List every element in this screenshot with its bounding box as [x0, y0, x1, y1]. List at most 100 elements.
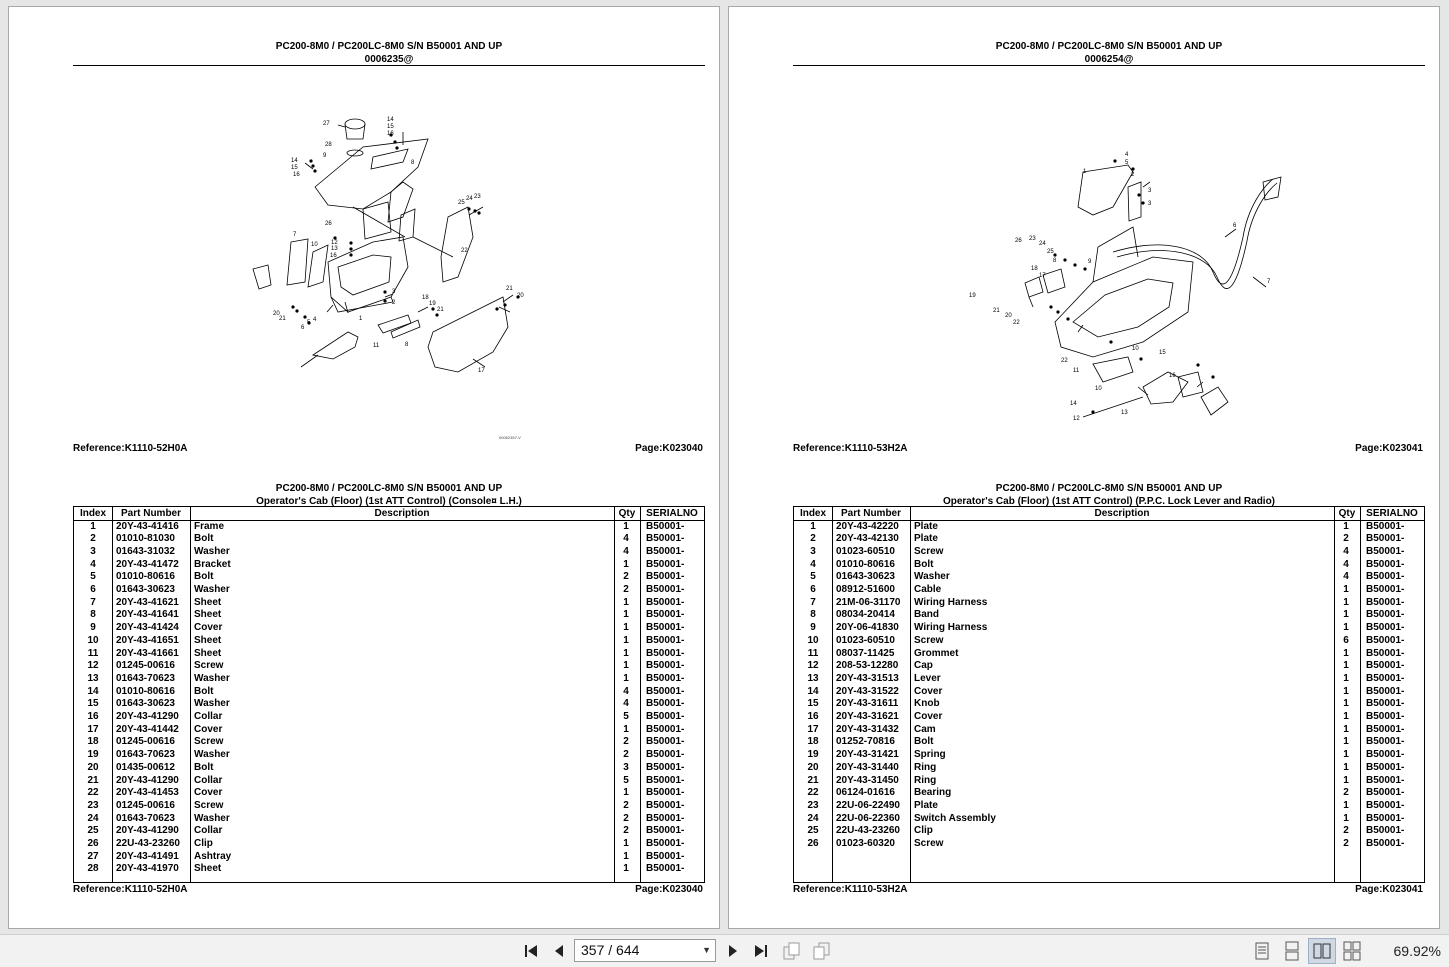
row-serialno: B50001- — [1366, 622, 1405, 634]
row-index: 8 — [810, 609, 816, 621]
go-back-view-button[interactable] — [780, 938, 804, 964]
two-page-view-button[interactable] — [1308, 938, 1336, 964]
row-part-number: 01023-60510 — [836, 634, 895, 646]
row-index: 9 — [810, 622, 816, 634]
row-description: Knob — [914, 698, 940, 710]
row-qty: 1 — [623, 787, 629, 799]
row-part-number: 20Y-43-42130 — [836, 533, 899, 545]
svg-text:24: 24 — [1039, 241, 1046, 247]
row-index: 20 — [87, 761, 99, 773]
single-page-view-button[interactable] — [1250, 938, 1274, 964]
row-description: Bolt — [194, 761, 214, 773]
page-title: PC200-8M0 / PC200LC-8M0 S/N B50001 AND U… — [275, 41, 503, 52]
first-page-button[interactable] — [520, 938, 542, 964]
row-qty: 2 — [623, 736, 629, 748]
row-description: Switch Assembly — [914, 812, 996, 824]
row-serialno: B50001- — [1366, 571, 1405, 583]
row-part-number: 22U-43-23260 — [836, 825, 900, 837]
svg-text:8: 8 — [405, 342, 409, 348]
previous-page-button[interactable] — [548, 938, 570, 964]
row-serialno: B50001- — [1366, 723, 1405, 735]
zoom-level[interactable]: 69.92% — [1393, 943, 1441, 959]
row-part-number: 20Y-43-41621 — [116, 596, 179, 608]
row-description: Clip — [194, 838, 213, 849]
row-description: Washer — [194, 584, 230, 595]
row-qty: 2 — [623, 749, 629, 761]
row-qty: 5 — [623, 711, 629, 722]
svg-text:9: 9 — [323, 153, 327, 159]
row-index: 27 — [87, 850, 99, 862]
row-serialno: B50001- — [646, 558, 685, 570]
row-serialno: B50001- — [1366, 520, 1405, 532]
row-index: 21 — [87, 774, 99, 786]
go-forward-view-button[interactable] — [810, 938, 834, 964]
row-description: Cover — [194, 622, 223, 634]
next-page-button[interactable] — [722, 938, 744, 964]
svg-text:22: 22 — [461, 248, 468, 254]
row-description: Collar — [194, 825, 223, 837]
row-qty: 1 — [623, 634, 629, 646]
svg-text:6: 6 — [301, 325, 305, 331]
row-description: Screw — [914, 545, 944, 557]
continuous-view-button[interactable] — [1280, 938, 1304, 964]
svg-text:13: 13 — [331, 246, 338, 252]
row-part-number: 20Y-43-31611 — [836, 698, 899, 710]
svg-text:25: 25 — [1047, 249, 1054, 255]
chevron-down-icon[interactable]: ▼ — [702, 945, 711, 955]
row-qty: 1 — [623, 558, 629, 570]
row-serialno: B50001- — [1366, 647, 1405, 659]
row-part-number: 01010-80616 — [116, 571, 175, 583]
page-number-input[interactable]: 357 / 644 ▼ — [574, 939, 716, 962]
row-qty: 1 — [623, 609, 629, 621]
svg-text:23: 23 — [1029, 236, 1036, 242]
row-qty: 1 — [1343, 761, 1349, 773]
svg-text:20: 20 — [1005, 313, 1012, 319]
svg-text:11: 11 — [1073, 368, 1080, 374]
back-view-icon — [783, 942, 800, 960]
svg-text:12: 12 — [331, 240, 338, 246]
row-description: Screw — [914, 838, 944, 849]
two-page-continuous-view-button[interactable] — [1340, 938, 1364, 964]
row-serialno: B50001- — [646, 838, 685, 849]
row-qty: 1 — [623, 647, 629, 659]
row-qty: 2 — [623, 799, 629, 811]
row-qty: 1 — [1343, 609, 1349, 621]
row-index: 15 — [807, 698, 819, 710]
row-part-number: 20Y-43-41424 — [116, 622, 179, 634]
row-index: 4 — [810, 558, 816, 570]
svg-text:19: 19 — [429, 301, 436, 307]
row-qty: 1 — [1343, 736, 1349, 748]
row-serialno: B50001- — [646, 634, 685, 646]
row-description: Spring — [914, 749, 946, 761]
two-page-continuous-icon — [1343, 941, 1361, 961]
last-page-button[interactable] — [750, 938, 772, 964]
row-part-number: 20Y-06-41830 — [836, 622, 899, 634]
row-qty: 1 — [623, 622, 629, 634]
row-serialno: B50001- — [646, 711, 685, 722]
row-part-number: 01643-30623 — [836, 571, 895, 583]
row-part-number: 208-53-12280 — [836, 660, 899, 672]
row-index: 25 — [87, 825, 99, 837]
row-description: Plate — [914, 520, 938, 532]
document-page-left: PC200-8M0 / PC200LC-8M0 S/N B50001 AND U… — [8, 6, 720, 929]
row-index: 16 — [87, 711, 99, 722]
row-serialno: B50001- — [1366, 787, 1405, 799]
row-index: 16 — [807, 711, 819, 722]
row-qty: 1 — [1343, 647, 1349, 659]
row-description: Washer — [194, 545, 230, 557]
